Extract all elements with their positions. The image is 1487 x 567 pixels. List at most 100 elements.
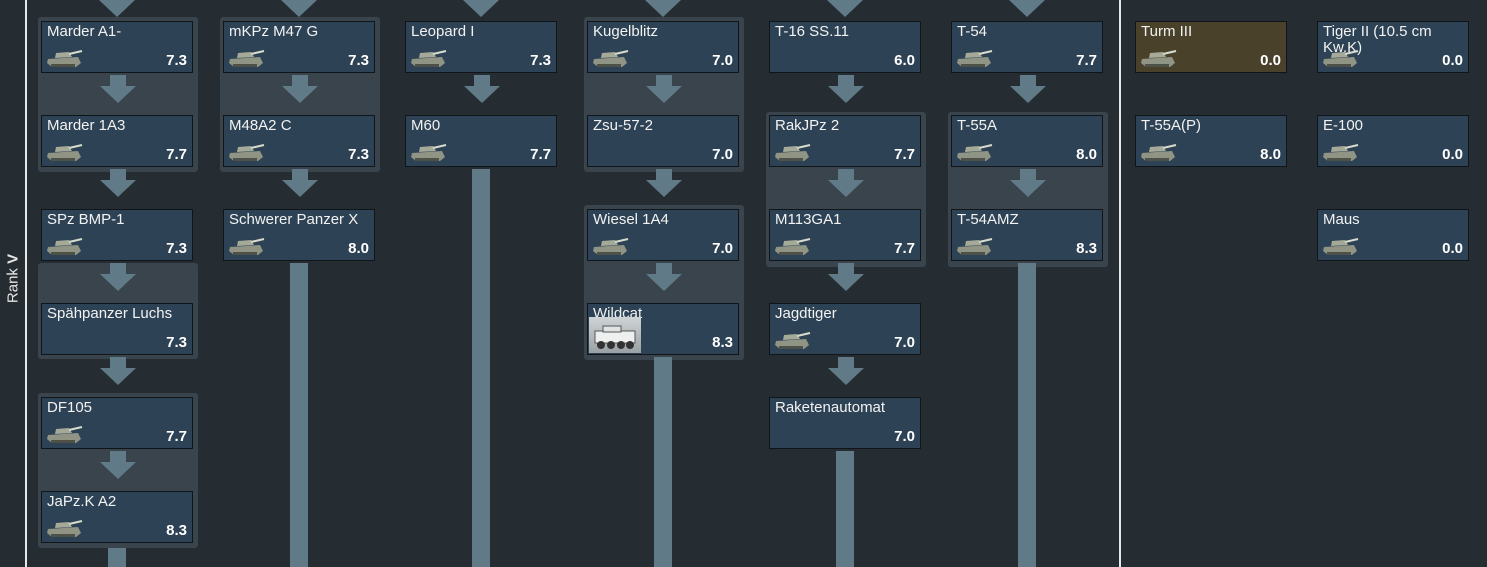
tank-icon <box>227 139 265 163</box>
down-arrow <box>464 86 500 103</box>
connector <box>838 263 854 274</box>
battle-rating: 7.7 <box>894 146 915 163</box>
rank-label: Rank V <box>5 244 22 314</box>
vehicle-name: Spähpanzer Luchs <box>47 305 173 322</box>
incoming-arrow <box>99 0 135 17</box>
vehicle-card[interactable]: mKPz M47 G 7.3 <box>223 21 375 73</box>
rank-sidebar: Rank V <box>0 0 27 567</box>
vehicle-card[interactable]: Leopard I 7.3 <box>405 21 557 73</box>
vehicle-card[interactable]: T-55A(P) 8.0 <box>1135 115 1287 167</box>
vehicle-card[interactable]: Marder A1- 7.3 <box>41 21 193 73</box>
down-arrow <box>100 274 136 291</box>
vehicle-name: M48A2 C <box>229 117 292 134</box>
vehicle-card[interactable]: E-100 0.0 <box>1317 115 1469 167</box>
connector <box>1020 75 1036 86</box>
connector <box>292 169 308 180</box>
connector <box>110 169 126 180</box>
battle-rating: 8.0 <box>1260 146 1281 163</box>
down-arrow <box>100 368 136 385</box>
vehicle-card[interactable]: T-54 7.7 <box>951 21 1103 73</box>
down-arrow <box>282 86 318 103</box>
vehicle-card[interactable]: M48A2 C 7.3 <box>223 115 375 167</box>
connector <box>292 75 308 86</box>
connector <box>656 75 672 86</box>
tank-icon <box>955 139 993 163</box>
battle-rating: 8.3 <box>166 522 187 539</box>
vehicle-card[interactable]: Kugelblitz 7.0 <box>587 21 739 73</box>
vehicle-photo-icon <box>589 317 641 353</box>
battle-rating: 7.3 <box>166 52 187 69</box>
tank-icon <box>1321 233 1359 257</box>
tank-icon <box>1139 45 1177 69</box>
down-arrow <box>1010 180 1046 197</box>
vehicle-card[interactable]: T-55A 8.0 <box>951 115 1103 167</box>
vehicle-name: T-55A <box>957 117 998 134</box>
continue-connector <box>108 548 126 567</box>
vehicle-name: T-16 SS.11 <box>775 23 849 40</box>
battle-rating: 0.0 <box>1442 52 1463 69</box>
research-tree[interactable]: Marder A1- 7.3 Marder 1A3 7.7 SPz BMP-1 … <box>27 0 1119 567</box>
vehicle-card[interactable]: Tiger II (10.5 cm Kw.K) 0.0 <box>1317 21 1469 73</box>
down-arrow <box>1010 86 1046 103</box>
down-arrow <box>646 180 682 197</box>
premium-vehicle-card[interactable]: Turm III 0.0 <box>1135 21 1287 73</box>
battle-rating: 7.3 <box>348 146 369 163</box>
tank-icon <box>955 45 993 69</box>
vehicle-name: E-100 <box>1323 117 1364 134</box>
vehicle-card[interactable]: T-16 SS.11 6.0 <box>769 21 921 73</box>
vehicle-card[interactable]: Jagdtiger 7.0 <box>769 303 921 355</box>
vehicle-card[interactable]: Raketenautomat 7.0 <box>769 397 921 449</box>
vehicle-card[interactable]: DF105 7.7 <box>41 397 193 449</box>
connector <box>110 357 126 368</box>
vehicle-card[interactable]: RakJPz 2 7.7 <box>769 115 921 167</box>
battle-rating: 0.0 <box>1442 240 1463 257</box>
tank-icon <box>409 45 447 69</box>
vehicle-name: RakJPz 2 <box>775 117 840 134</box>
vehicle-name: Maus <box>1323 211 1360 228</box>
vehicle-card[interactable]: Zsu-57-2 7.0 <box>587 115 739 167</box>
battle-rating: 7.7 <box>1076 52 1097 69</box>
vehicle-card[interactable]: M60 7.7 <box>405 115 557 167</box>
tank-icon <box>773 233 811 257</box>
vehicle-card[interactable]: Marder 1A3 7.7 <box>41 115 193 167</box>
rank-value: V <box>4 253 22 264</box>
premium-vehicles-section: Turm III 0.0 Tiger II (10.5 cm Kw.K) 0.0… <box>1121 0 1487 567</box>
down-arrow <box>828 274 864 291</box>
rank-prefix: Rank <box>4 268 22 304</box>
battle-rating: 7.7 <box>894 240 915 257</box>
vehicle-card[interactable]: Maus 0.0 <box>1317 209 1469 261</box>
battle-rating: 7.3 <box>166 240 187 257</box>
tank-icon <box>45 233 83 257</box>
battle-rating: 7.0 <box>712 240 733 257</box>
vehicle-card[interactable]: SPz BMP-1 7.3 <box>41 209 193 261</box>
vehicle-card[interactable]: Spähpanzer Luchs 7.3 <box>41 303 193 355</box>
vehicle-name: mKPz M47 G <box>229 23 319 40</box>
battle-rating: 7.0 <box>894 334 915 351</box>
incoming-arrow <box>827 0 863 17</box>
battle-rating: 0.0 <box>1442 146 1463 163</box>
vehicle-name: T-54AMZ <box>957 211 1019 228</box>
tank-icon <box>1321 139 1359 163</box>
connector <box>110 451 126 462</box>
tank-icon <box>591 45 629 69</box>
incoming-arrow <box>645 0 681 17</box>
incoming-arrow <box>1009 0 1045 17</box>
battle-rating: 0.0 <box>1260 52 1281 69</box>
vehicle-card[interactable]: Wiesel 1A4 7.0 <box>587 209 739 261</box>
battle-rating: 8.0 <box>1076 146 1097 163</box>
tank-icon <box>409 139 447 163</box>
connector <box>1020 169 1036 180</box>
battle-rating: 7.3 <box>348 52 369 69</box>
tank-icon <box>45 139 83 163</box>
vehicle-card[interactable]: Schwerer Panzer X 8.0 <box>223 209 375 261</box>
vehicle-name: T-54 <box>957 23 988 40</box>
vehicle-card[interactable]: JaPz.K A2 8.3 <box>41 491 193 543</box>
vehicle-name: Raketenautomat <box>775 399 886 416</box>
vehicle-card[interactable]: M113GA1 7.7 <box>769 209 921 261</box>
battle-rating: 7.3 <box>166 334 187 351</box>
connector <box>474 75 490 86</box>
tank-icon <box>227 45 265 69</box>
vehicle-name: T-55A(P) <box>1141 117 1202 134</box>
vehicle-card[interactable]: T-54AMZ 8.3 <box>951 209 1103 261</box>
vehicle-card[interactable]: Wildcat 8.3 <box>587 303 739 355</box>
